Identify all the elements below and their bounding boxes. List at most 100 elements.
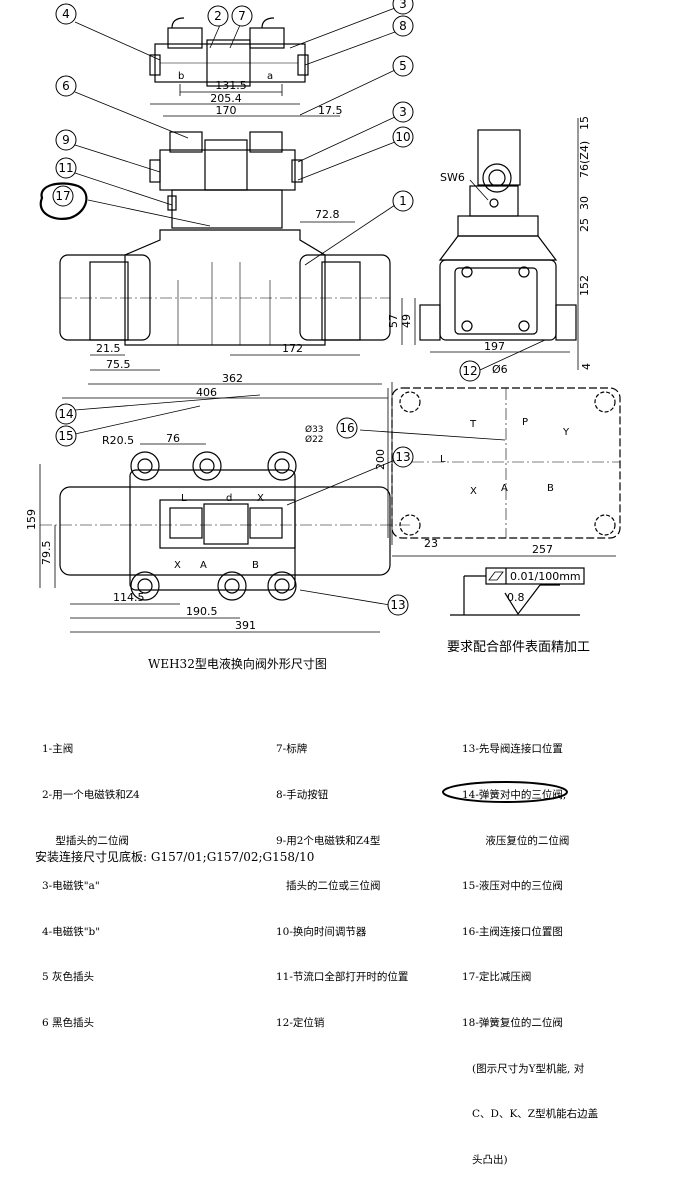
svg-text:30: 30 bbox=[578, 196, 591, 210]
dimension-drawing: 4 2 7 3 8 5 6 3 10 9 11 17 1 12 14 15 16… bbox=[25, 0, 621, 803]
svg-text:6: 6 bbox=[62, 79, 70, 93]
svg-text:A: A bbox=[501, 483, 508, 494]
svg-text:A: A bbox=[200, 560, 207, 571]
balloon-16: 16 bbox=[336, 417, 358, 439]
legend-item: 7-标牌 bbox=[276, 743, 308, 756]
legend-item: 12-定位销 bbox=[276, 1017, 325, 1030]
legend-item: 插头的二位或三位阀 bbox=[276, 880, 381, 893]
legend-item: 6 黑色插头 bbox=[42, 1017, 95, 1030]
svg-text:76(Z4): 76(Z4) bbox=[578, 141, 591, 178]
balloon-9: 9 bbox=[55, 129, 77, 151]
side-view bbox=[419, 129, 577, 341]
svg-text:190.5: 190.5 bbox=[186, 605, 218, 618]
legend-item: (图示尺寸为Y型机能, 对 bbox=[462, 1062, 585, 1075]
legend-column-3: 13-先导阀连接口位置 14-弹簧对中的三位阀, 液压复位的二位阀 15-液压对… bbox=[462, 712, 598, 1183]
svg-text:72.8: 72.8 bbox=[315, 208, 340, 221]
svg-text:7: 7 bbox=[238, 9, 246, 23]
balloon-6: 6 bbox=[55, 75, 77, 97]
svg-text:0.8: 0.8 bbox=[507, 591, 525, 604]
legend-column-2: 7-标牌 8-手动按钮 9-用2个电磁铁和Z4型 插头的二位或三位阀 10-换向… bbox=[276, 712, 408, 1046]
legend-item: 5 灰色插头 bbox=[42, 971, 95, 984]
legend-item: 液压复位的二位阀 bbox=[462, 834, 570, 847]
svg-text:L: L bbox=[440, 454, 446, 465]
svg-text:a: a bbox=[267, 71, 273, 82]
legend-item: 17-定比减压阀 bbox=[462, 971, 532, 984]
balloon-15: 15 bbox=[55, 425, 77, 447]
legend-item: C、D、K、Z型机能右边盖 bbox=[462, 1108, 599, 1121]
surface-note: 要求配合部件表面精加工 bbox=[447, 640, 591, 655]
svg-text:T: T bbox=[469, 419, 477, 430]
svg-text:21.5: 21.5 bbox=[96, 342, 121, 355]
legend-item: 18-弹簧复位的二位阀 bbox=[462, 1017, 563, 1030]
balloon-1: 1 bbox=[392, 190, 414, 212]
legend-item: 13-先导阀连接口位置 bbox=[462, 743, 563, 756]
svg-text:11: 11 bbox=[58, 161, 73, 175]
legend-item: 11-节流口全部打开时的位置 bbox=[276, 971, 409, 984]
balloon-13a: 13 bbox=[392, 446, 414, 468]
svg-text:SW6: SW6 bbox=[440, 171, 465, 184]
legend-column-1: 1-主阀 2-用一个电磁铁和Z4 型插头的二位阀 3-电磁铁"a" 4-电磁铁"… bbox=[42, 712, 140, 1046]
balloon-11: 11 bbox=[55, 157, 77, 179]
legend-item: 9-用2个电磁铁和Z4型 bbox=[276, 834, 381, 847]
svg-text:d: d bbox=[226, 493, 232, 504]
svg-text:76: 76 bbox=[166, 432, 180, 445]
balloon-14: 14 bbox=[55, 403, 77, 425]
svg-text:17.5: 17.5 bbox=[318, 104, 343, 117]
svg-text:170: 170 bbox=[216, 104, 237, 117]
dimension-labels: 131.5 205.4 170 17.5 72.8 21.5 172 75.5 … bbox=[25, 79, 593, 632]
svg-text:B: B bbox=[547, 483, 554, 494]
svg-text:57: 57 bbox=[387, 314, 400, 328]
mounting-note: 安装连接尺寸见底板: G157/01;G157/02;G158/10 bbox=[35, 850, 315, 864]
port-face bbox=[391, 387, 621, 539]
balloon-12: 12 bbox=[459, 360, 481, 382]
balloon-17: 17 bbox=[52, 185, 74, 207]
balloon-4: 4 bbox=[55, 3, 77, 25]
balloon-2: 2 bbox=[207, 5, 229, 27]
svg-text:257: 257 bbox=[532, 543, 553, 556]
svg-text:172: 172 bbox=[282, 342, 303, 355]
balloon-13b: 13 bbox=[387, 594, 409, 616]
svg-text:Y: Y bbox=[562, 427, 570, 438]
front-view bbox=[59, 131, 391, 346]
svg-text:b: b bbox=[178, 71, 184, 82]
svg-text:L: L bbox=[181, 493, 187, 504]
svg-text:Ø33: Ø33 bbox=[305, 424, 324, 435]
balloon-8: 8 bbox=[392, 15, 414, 37]
port-letters: b a L d X X A B T P Y L X A B bbox=[174, 71, 570, 571]
svg-text:159: 159 bbox=[25, 509, 38, 530]
balloon-10: 10 bbox=[392, 126, 414, 148]
balloon-3a: 3 bbox=[392, 0, 414, 15]
legend-item: 10-换向时间调节器 bbox=[276, 925, 367, 938]
svg-text:B: B bbox=[252, 560, 259, 571]
svg-text:3: 3 bbox=[399, 105, 407, 119]
svg-text:P: P bbox=[522, 417, 528, 428]
svg-text:Ø22: Ø22 bbox=[305, 434, 324, 445]
svg-text:9: 9 bbox=[62, 133, 70, 147]
legend-item: 8-手动按钮 bbox=[276, 789, 329, 802]
svg-text:49: 49 bbox=[400, 314, 413, 328]
svg-text:X: X bbox=[257, 493, 264, 504]
svg-text:15: 15 bbox=[578, 116, 591, 130]
svg-text:23: 23 bbox=[424, 537, 438, 550]
balloon-3b: 3 bbox=[392, 101, 414, 123]
svg-text:131.5: 131.5 bbox=[215, 79, 247, 92]
svg-text:200: 200 bbox=[374, 449, 387, 470]
svg-text:152: 152 bbox=[578, 275, 591, 296]
legend-item: 头凸出) bbox=[462, 1153, 508, 1166]
svg-text:10: 10 bbox=[395, 130, 410, 144]
svg-text:R20.5: R20.5 bbox=[102, 434, 134, 447]
svg-text:4: 4 bbox=[62, 7, 70, 21]
svg-text:2: 2 bbox=[214, 9, 222, 23]
legend-item: 15-液压对中的三位阀 bbox=[462, 880, 563, 893]
balloons: 4 2 7 3 8 5 6 3 10 9 11 17 1 12 14 15 16… bbox=[52, 0, 481, 616]
svg-text:3: 3 bbox=[399, 0, 407, 11]
pilot-valve-top bbox=[149, 17, 309, 87]
legend-item: 4-电磁铁"b" bbox=[42, 925, 101, 938]
svg-text:13: 13 bbox=[395, 450, 410, 464]
svg-text:12: 12 bbox=[462, 364, 477, 378]
svg-text:205.4: 205.4 bbox=[210, 92, 242, 105]
svg-text:5: 5 bbox=[399, 59, 407, 73]
svg-text:Ø6: Ø6 bbox=[492, 363, 508, 376]
legend-item: 1-主阀 bbox=[42, 743, 74, 756]
svg-text:15: 15 bbox=[58, 429, 73, 443]
